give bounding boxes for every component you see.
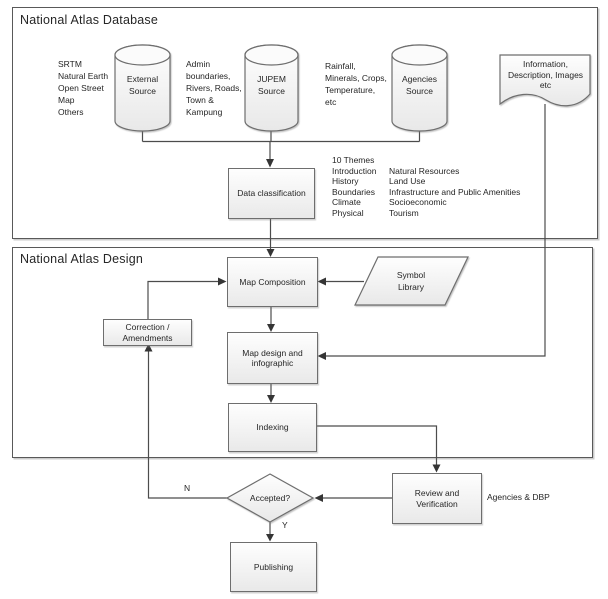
- design-section-title: National Atlas Design: [20, 252, 144, 266]
- review-verification-box: Review and Verification: [392, 473, 482, 524]
- jupem-source-cylinder: [244, 44, 299, 132]
- data-classification-box: Data classification: [228, 168, 315, 219]
- external-source-label: External Source: [126, 74, 159, 96]
- themes-column-2: Natural Resources Land Use Infrastructur…: [389, 166, 521, 218]
- design-section-frame: [12, 247, 593, 458]
- connector-accepted-no-correction: [147, 351, 227, 499]
- connector-document-mapdesign: [326, 104, 546, 357]
- arrow-into-composition-right: [317, 277, 326, 286]
- document-shape: [499, 54, 591, 107]
- arrow-into-indexing: [267, 395, 275, 403]
- accepted-diamond: [225, 473, 315, 523]
- symbol-library-parallelogram: [354, 256, 469, 306]
- agencies-inputs-text: Rainfall, Minerals, Crops, Temperature, …: [325, 61, 387, 107]
- symbol-library-label: Symbol Library: [396, 270, 426, 292]
- correction-amendments-box: Correction / Amendments: [103, 319, 192, 346]
- arrow-into-classification: [266, 159, 274, 168]
- connector-correction-composition: [147, 280, 219, 319]
- agencies-source-cylinder: [391, 44, 448, 132]
- yes-branch-label: Y: [282, 520, 288, 530]
- arrow-into-correction: [144, 343, 153, 352]
- arrow-into-composition-top: [266, 249, 275, 257]
- arrow-into-review: [432, 464, 441, 473]
- arrow-into-accepted: [314, 494, 323, 502]
- jupem-cylinder-top: [244, 44, 299, 66]
- external-inputs-text: SRTM Natural Earth Open Street Map Other…: [58, 59, 109, 117]
- indexing-box: Indexing: [228, 403, 317, 452]
- database-section-title: National Atlas Database: [20, 13, 159, 27]
- jupem-source-label: JUPEM Source: [257, 74, 286, 96]
- agencies-source-label: Agencies Source: [402, 74, 437, 96]
- arrow-into-mapdesign-top: [267, 324, 275, 332]
- map-composition-box: Map Composition: [227, 257, 318, 307]
- connector-indexing-review: [316, 425, 438, 465]
- arrow-into-publishing: [266, 534, 274, 542]
- database-section-frame: [12, 7, 598, 239]
- external-source-cylinder: [114, 44, 171, 132]
- document-label: Information, Description, Images etc: [507, 59, 584, 90]
- jupem-inputs-text: Admin boundaries, Rivers, Roads, Town & …: [186, 59, 242, 117]
- publishing-box: Publishing: [230, 542, 317, 592]
- themes-title: 10 Themes: [332, 155, 375, 165]
- arrow-into-mapdesign-right: [317, 352, 326, 360]
- agencies-dbp-note: Agencies & DBP: [487, 492, 550, 502]
- themes-column-1: Introduction History Boundaries Climate …: [332, 166, 377, 218]
- accepted-decision-label: Accepted?: [249, 493, 291, 503]
- arrow-into-composition-left: [218, 277, 227, 286]
- no-branch-label: N: [184, 483, 191, 493]
- map-design-infographic-box: Map design and infographic: [227, 332, 318, 384]
- external-cylinder-top: [114, 44, 171, 66]
- connector-sources-bus: [141, 131, 421, 160]
- agencies-cylinder-top: [391, 44, 448, 66]
